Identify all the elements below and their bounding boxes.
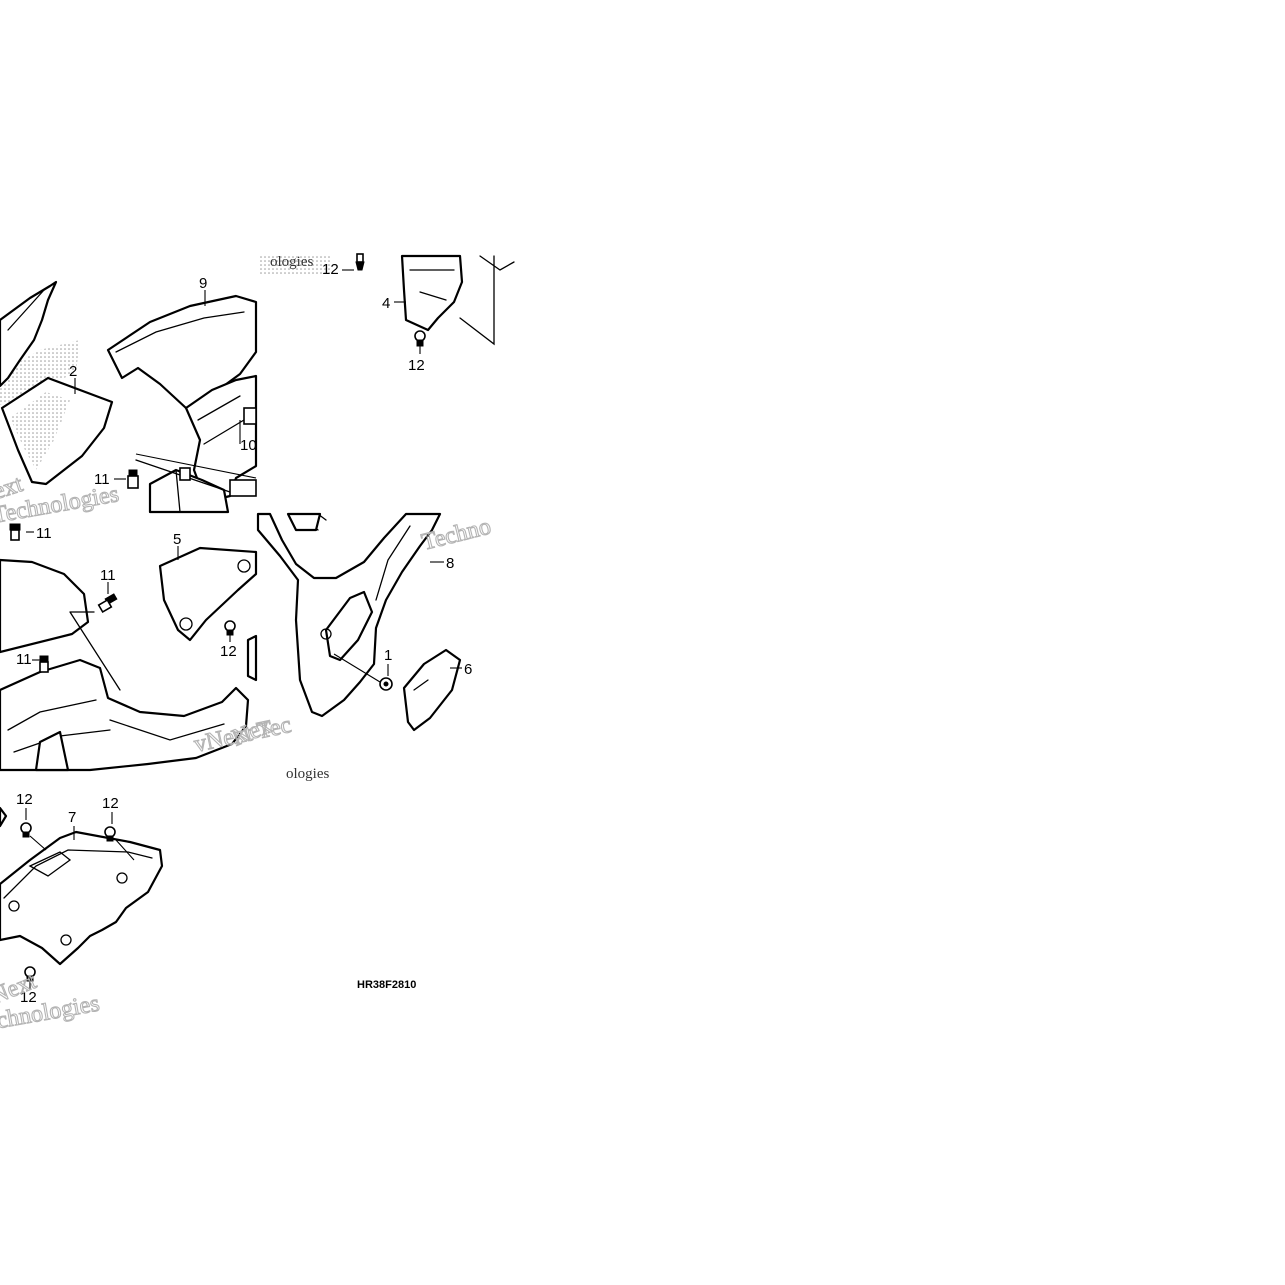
screw-12-bottom-b	[104, 826, 116, 842]
screw-12-under-4	[414, 330, 426, 347]
part-7-hole-c	[116, 872, 128, 884]
callout-11-middle: 11	[100, 567, 116, 584]
part-8-recess	[324, 590, 374, 662]
callout-4: 4	[382, 295, 390, 312]
screw-12-bottom-a	[20, 822, 32, 838]
callout-10: 10	[240, 437, 257, 454]
callout-9: 9	[199, 275, 207, 292]
part-8-hole	[320, 628, 332, 640]
fender-support-lines	[69, 611, 121, 691]
front-fender-left-top	[0, 558, 90, 654]
frame-lines	[459, 255, 515, 346]
part-3-inner-line	[7, 289, 45, 331]
nut-1	[379, 677, 393, 691]
bracket-boss	[179, 467, 191, 481]
callout-8: 8	[446, 555, 454, 572]
callout-5: 5	[173, 531, 181, 548]
callout-1: 1	[384, 647, 392, 664]
bolt-11-top	[127, 469, 139, 489]
screw-12-top	[355, 253, 365, 271]
part-7-floor-panel	[0, 830, 164, 966]
callout-12-bottom-a: 12	[16, 791, 33, 808]
panel-top-left: 9 2 10 11 ext Technologies	[0, 275, 258, 530]
bolt-11-upper-left	[9, 523, 21, 541]
leader-12-bottom-a	[25, 808, 47, 851]
leader-12-bottom-b	[111, 812, 135, 861]
fender-emblem	[34, 730, 70, 772]
part-9-ridge-line	[115, 311, 245, 353]
callout-12-bottom-c: 12	[20, 989, 37, 1006]
part-7-hole-b	[60, 934, 72, 946]
edge-bracket	[246, 634, 258, 682]
panel-top-right: ologies 12 4 12	[258, 253, 515, 374]
part-5-shield	[158, 546, 258, 642]
part-9-rear-fender	[106, 294, 258, 410]
edge-tab	[0, 806, 8, 828]
leader-1-to-hole	[333, 653, 381, 683]
part-9-lower-wing	[184, 374, 258, 504]
callout-12-b: 12	[408, 357, 425, 374]
callout-12-top: 12	[322, 261, 339, 278]
callout-7: 7	[68, 809, 76, 826]
part-5-hole-b	[237, 559, 251, 573]
callout-11-top: 11	[94, 471, 110, 488]
watermark-ologies-mid: ologies	[286, 766, 329, 782]
callout-11-lower: 11	[16, 651, 32, 668]
part-4-bracket	[400, 254, 464, 332]
callout-12-bottom-b: 12	[102, 795, 119, 812]
dotted-shading	[0, 340, 80, 405]
part-6-cap	[402, 648, 462, 732]
screw-12-middle	[224, 620, 236, 636]
right-tab	[229, 479, 257, 497]
callout-12-middle: 12	[220, 643, 237, 660]
callout-2: 2	[69, 363, 77, 380]
honda-badge	[286, 512, 322, 532]
part-7-recess	[28, 851, 72, 877]
part-4-inner-lines	[409, 269, 455, 301]
part-9-contour-lines	[197, 395, 245, 445]
part-6-slot	[413, 679, 429, 691]
leader-11a-long	[135, 453, 257, 479]
callout-6: 6	[464, 661, 472, 678]
part-7-rim-line	[3, 849, 153, 899]
part-5-hole-a	[179, 617, 193, 631]
part-7-hole-a	[8, 900, 20, 912]
part-2-shading	[10, 392, 70, 470]
callout-11-upper-left: 11	[36, 525, 52, 542]
bolt-11-middle	[97, 593, 118, 614]
watermark-ologies-top: ologies	[270, 254, 313, 270]
diagram-code: HR38F2810	[357, 979, 416, 991]
bolt-11-lower	[39, 655, 49, 673]
dotted-header	[258, 256, 330, 276]
panel-bottom-left: 12 12 7 12 Next chnologies	[0, 791, 164, 1035]
part-10-clip	[243, 407, 257, 425]
